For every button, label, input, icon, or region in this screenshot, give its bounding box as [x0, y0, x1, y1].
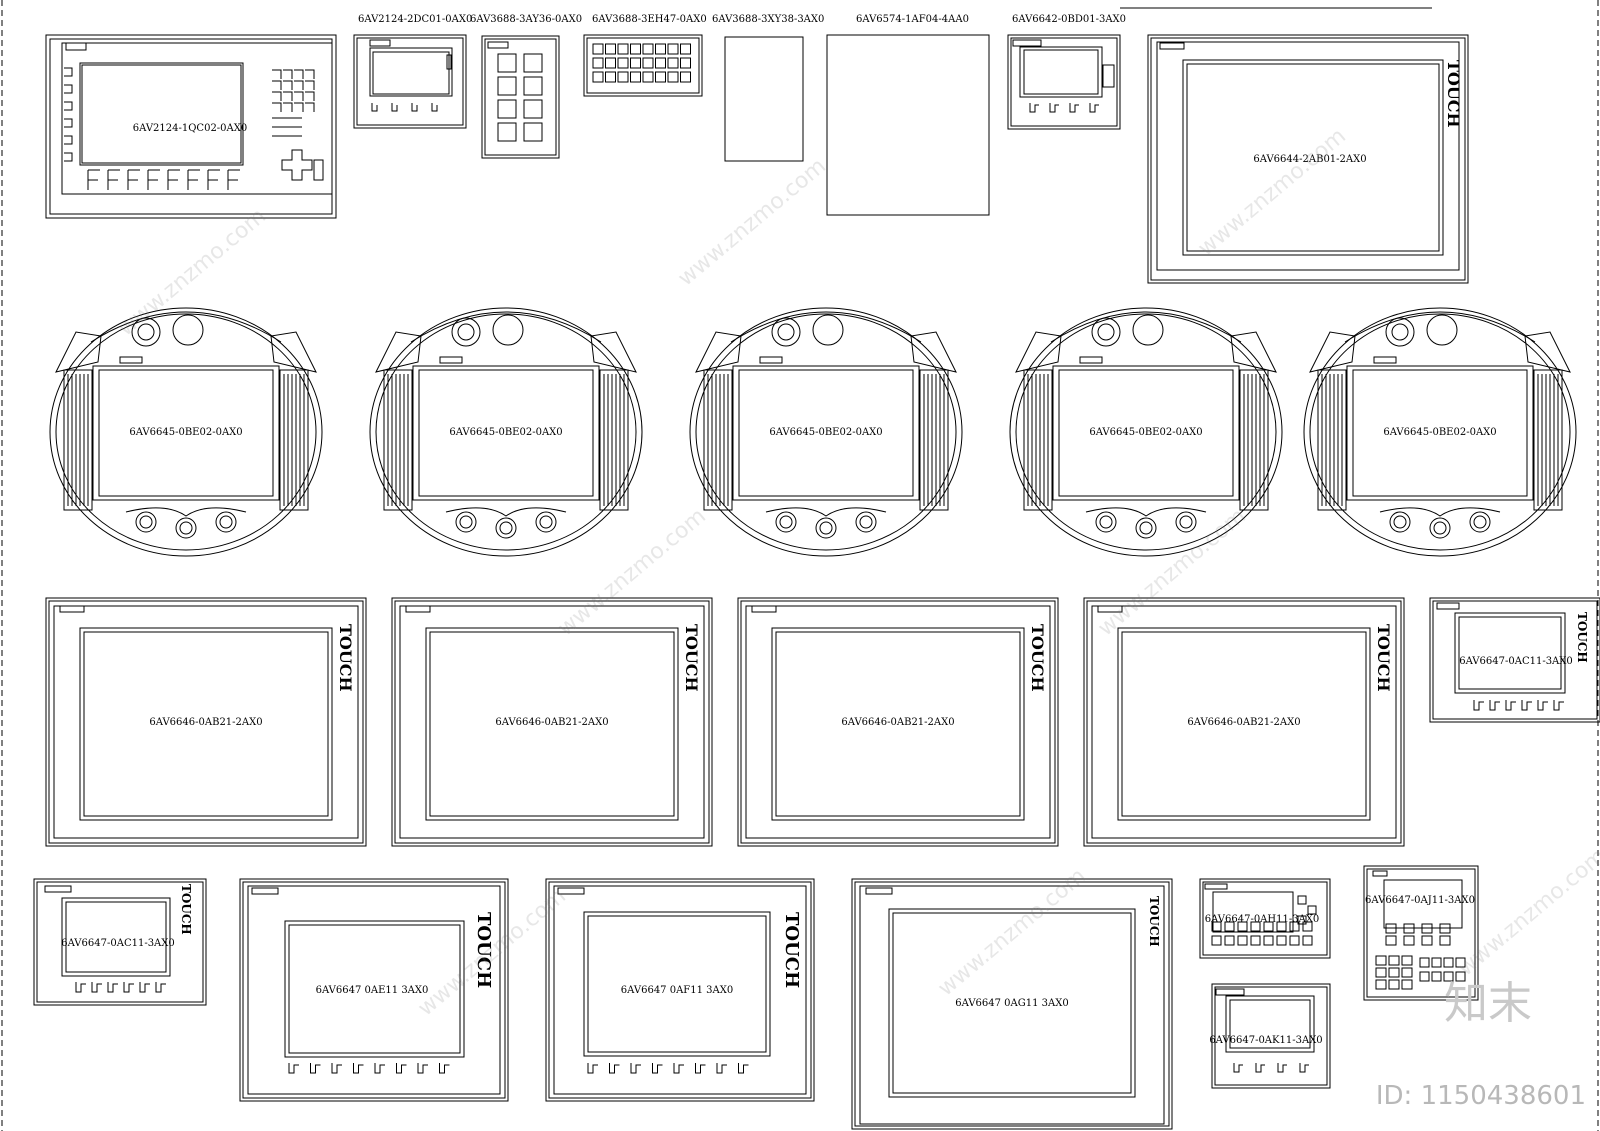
- panel-model-label: 6AV2124-1QC02-0AX0: [133, 123, 248, 134]
- panel-model-label: 6AV6647-0AC11-3AX0: [61, 938, 175, 949]
- touch-label: TOUCH: [179, 884, 193, 935]
- panel-model-label: 6AV6647 0AG11 3AX0: [955, 998, 1068, 1009]
- touch-label: TOUCH: [682, 624, 701, 692]
- blank-panel-2: [826, 34, 990, 216]
- touch-label: TOUCH: [473, 912, 494, 988]
- panel-model-label: 6AV6647-0AH11-3AX0: [1205, 914, 1320, 925]
- label-0bd01: 6AV6642-0BD01-3AX0: [1012, 14, 1127, 25]
- comfort-panel-small: [353, 34, 467, 129]
- label-3ay36: 6AV3688-3AY36-0AX0: [470, 14, 583, 25]
- push-button-panel: [583, 34, 703, 97]
- keypad-panel: [481, 35, 560, 159]
- label-1af04: 6AV6574-1AF04-4AA0: [856, 14, 969, 25]
- ktp-aj: [1363, 865, 1479, 1001]
- touch-label: TOUCH: [781, 912, 802, 988]
- panel-model-label: 6AV6645-0BE02-0AX0: [1089, 427, 1202, 438]
- panel-model-label: 6AV6645-0BE02-0AX0: [1383, 427, 1496, 438]
- image-id: ID: 1150438601: [1375, 1081, 1586, 1111]
- touch-panels-row: [45, 597, 1405, 847]
- panel-model-label: 6AV6647 0AE11 3AX0: [316, 985, 429, 996]
- label-3xy38: 6AV3688-3XY38-3AX0: [712, 14, 825, 25]
- ktp-ah: [1199, 878, 1331, 959]
- brand-logo: 知末: [1444, 978, 1532, 1029]
- label-2dc01: 6AV2124-2DC01-0AX0: [358, 14, 473, 25]
- panel-model-label: 6AV6646-0AB21-2AX0: [495, 717, 608, 728]
- key-panel: [45, 34, 337, 219]
- touch-label: TOUCH: [1374, 624, 1393, 692]
- panel-model-label: 6AV6647-0AK11-3AX0: [1209, 1035, 1322, 1046]
- tp1500-ag: [851, 878, 1173, 1130]
- touch-label: TOUCH: [1028, 624, 1047, 692]
- panel-model-label: 6AV6644-2AB01-2AX0: [1253, 154, 1366, 165]
- ktp-ak: [1211, 983, 1331, 1089]
- label-3eh47: 6AV3688-3EH47-0AX0: [592, 14, 707, 25]
- panel-model-label: 6AV6646-0AB21-2AX0: [149, 717, 262, 728]
- ktp400-right: [1429, 597, 1600, 723]
- panel-model-label: 6AV6646-0AB21-2AX0: [841, 717, 954, 728]
- mobile-panels: [49, 307, 1577, 557]
- panel-model-label: 6AV6647-0AC11-3AX0: [1459, 656, 1573, 667]
- tp177-panel: [1007, 34, 1121, 130]
- panel-model-label: 6AV6647-0AJ11-3AX0: [1365, 895, 1475, 906]
- touch-label: TOUCH: [1575, 612, 1589, 663]
- blank-panel-1: [724, 36, 804, 162]
- touch-label: TOUCH: [1444, 60, 1463, 128]
- touch-label: TOUCH: [1147, 896, 1161, 947]
- panel-model-label: 6AV6645-0BE02-0AX0: [129, 427, 242, 438]
- ktp600-ae: [239, 878, 509, 1102]
- panel-model-label: 6AV6645-0BE02-0AX0: [449, 427, 562, 438]
- ktp400-left: [33, 878, 207, 1006]
- touch-label: TOUCH: [336, 624, 355, 692]
- panel-model-label: 6AV6647 0AF11 3AX0: [621, 985, 733, 996]
- ktp1000-af: [545, 878, 815, 1102]
- panel-model-label: 6AV6645-0BE02-0AX0: [769, 427, 882, 438]
- panel-model-label: 6AV6646-0AB21-2AX0: [1187, 717, 1300, 728]
- large-touch-panel: [1147, 34, 1469, 284]
